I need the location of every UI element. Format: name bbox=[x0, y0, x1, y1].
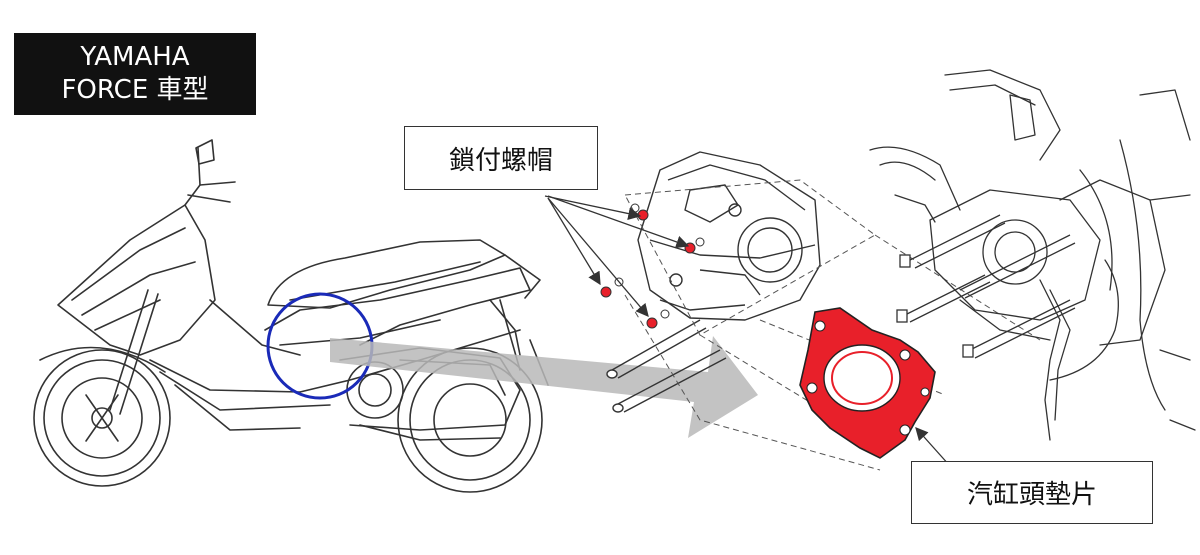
cylinder-head-illustration bbox=[637, 151, 821, 321]
model-badge: YAMAHA FORCE 車型 bbox=[14, 33, 256, 115]
engine-studs bbox=[896, 214, 1076, 359]
gasket-label: 汽缸頭墊片 bbox=[966, 480, 1097, 510]
gasket-callout: 汽缸頭墊片 bbox=[911, 461, 1153, 524]
lock-nut-callout: 鎖付螺帽 bbox=[404, 126, 598, 190]
cylinder-head-gasket bbox=[799, 307, 936, 459]
lock-nut-label: 鎖付螺帽 bbox=[448, 145, 553, 176]
model-name: FORCE 車型 bbox=[61, 75, 209, 105]
arrow-icon bbox=[544, 195, 951, 467]
big-arrow-icon bbox=[330, 336, 758, 438]
model-brand: YAMAHA bbox=[80, 42, 190, 72]
scooter-illustration bbox=[33, 139, 549, 493]
engine-block-illustration bbox=[869, 69, 1196, 441]
stud-bolts bbox=[606, 319, 727, 413]
